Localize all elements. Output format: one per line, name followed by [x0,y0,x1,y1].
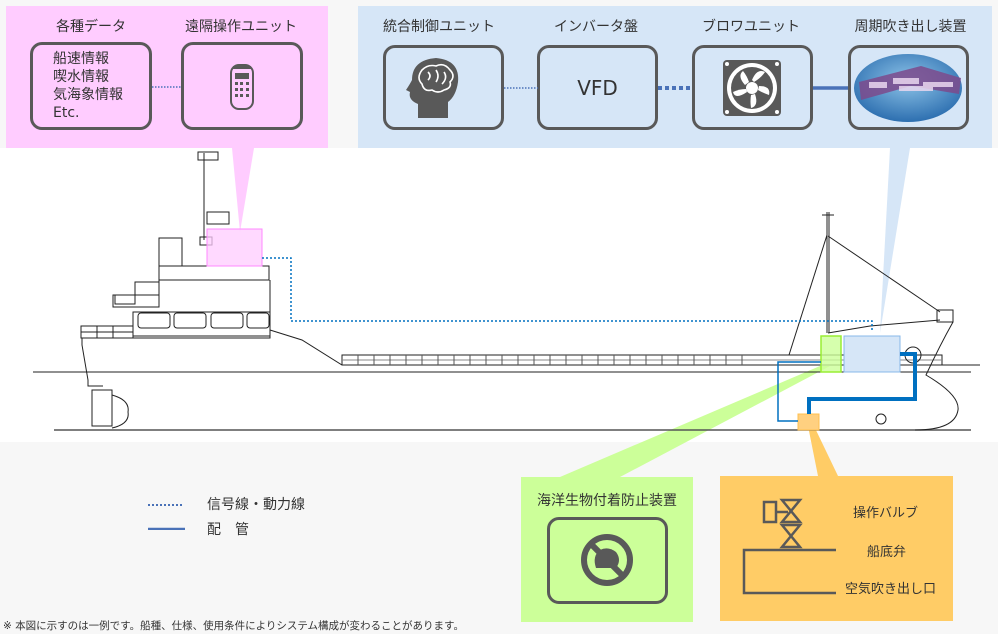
pipe-thick [807,352,917,414]
anti-fouling-box [547,517,668,604]
fan-icon [723,60,781,116]
blower-room-highlight [843,335,901,373]
bridge-panel [6,6,328,148]
legend-pipe-label: 配 管 [207,522,249,538]
sea-valve-icon [779,523,803,549]
actuator-icon [762,500,778,524]
periodic-blow-box [848,45,969,130]
data-item: 船速情報 [53,51,109,67]
remote-unit-callout-pointer [232,148,254,232]
periodic-blow-title: 周期吹き出し装置 [854,19,967,35]
legend-swatches [148,504,185,530]
remote-control-icon [230,64,254,110]
legend-signal-label: 信号線・動力線 [207,497,305,513]
control-unit-title: 統合制御ユニット [383,19,495,35]
anti-fouling-highlight [820,335,842,373]
no-shellfish-icon [581,534,633,586]
inverter-box: VFD [537,45,658,130]
signal-line-ship [262,257,873,330]
blower-callout-pointer [880,148,910,333]
air-pipe-photo [854,54,962,122]
inverter-title: インバータ盤 [554,19,638,35]
signal-line-control-vfd [504,87,538,89]
footnote: ※ 本図に示すのは一例です。船種、仕様、使用条件によりシステム構成が変わることが… [3,620,465,632]
data-item: 喫水情報 [53,69,109,85]
air-outlet-label: 空気吹き出し口 [845,582,937,597]
valve-detail-panel [720,476,953,621]
valve-callout-pointer [808,426,838,476]
ship-diagram-area [0,148,998,442]
remote-unit-title: 遠隔操作ユニット [185,19,297,35]
data-item: Etc. [53,105,80,121]
remote-unit-box [181,42,303,130]
operation-valve-icon [779,498,803,524]
blower-title: ブロワユニット [702,19,800,35]
anti-fouling-title: 海洋生物付着防止装置 [537,493,677,509]
air-outlet-icon [742,548,836,595]
sea-chest-highlight [797,413,820,431]
valve-diagram [742,498,836,595]
data-item: 気海象情報 [53,87,123,103]
blower-box [692,45,813,130]
data-sources-box: 船速情報 喫水情報 気海象情報 Etc. [30,42,152,130]
data-sources-title: 各種データ [56,19,126,35]
brain-head-icon [406,58,459,118]
pipe-blower-device [813,86,848,90]
sea-valve-label: 船底弁 [867,545,907,560]
power-line-vfd-blower [658,86,692,90]
vfd-label: VFD [577,75,618,100]
anti-fouling-callout-pointer [560,366,830,477]
operation-valve-label: 操作バルブ [853,506,919,521]
pipe-thin [777,361,821,422]
signal-line-pink [152,86,182,88]
bridge-highlight [206,228,263,267]
control-unit-box [383,45,504,130]
superstructure [80,151,980,431]
